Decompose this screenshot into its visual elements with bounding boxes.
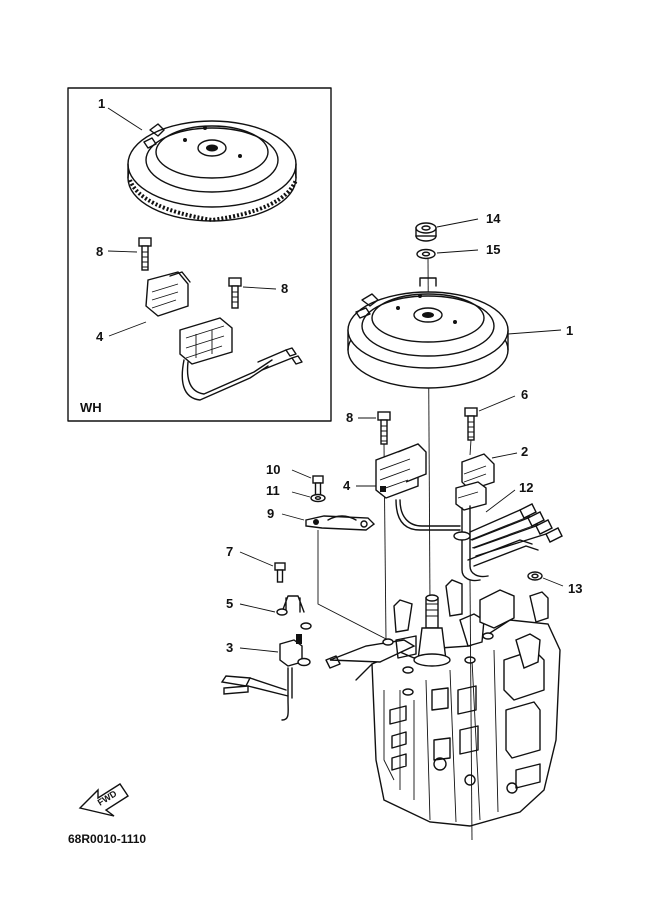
callout-bolt-coil: 8 bbox=[346, 410, 353, 425]
wire-harness bbox=[453, 503, 563, 567]
diagram-code: 68R0010-1110 bbox=[68, 832, 146, 846]
inset-callout-bolt-right: 8 bbox=[281, 281, 288, 296]
engine-stop-switch bbox=[220, 634, 311, 721]
inset-bolt-left bbox=[138, 237, 152, 271]
inset-coil-assembly bbox=[145, 271, 303, 401]
callout-grommet-harness: 12 bbox=[519, 480, 533, 495]
inset-panel: 1 8 8 4 WH bbox=[67, 87, 332, 422]
pulser-bolt bbox=[464, 407, 478, 441]
flywheel-nut bbox=[415, 222, 437, 242]
forward-arrow: FWD bbox=[78, 783, 129, 817]
bracket-screw bbox=[274, 562, 286, 583]
callout-screw-bracket: 7 bbox=[226, 544, 233, 559]
inset-flywheel bbox=[127, 120, 298, 223]
clamp-washer bbox=[310, 493, 326, 503]
inset-callout-bolt: 8 bbox=[96, 244, 103, 259]
flywheel bbox=[347, 277, 509, 389]
callout-bolt-pulser: 6 bbox=[521, 387, 528, 402]
callout-grommet: 13 bbox=[568, 581, 582, 596]
clamp bbox=[305, 515, 389, 641]
clamp-screw bbox=[312, 475, 324, 496]
callout-clamp: 9 bbox=[267, 506, 274, 521]
charge-coil bbox=[375, 443, 461, 531]
callout-screw-clamp: 10 bbox=[266, 462, 280, 477]
callout-nut: 14 bbox=[486, 211, 501, 226]
pulser-coil bbox=[455, 453, 495, 582]
inset-tag: WH bbox=[80, 400, 102, 415]
callout-washer: 15 bbox=[486, 242, 500, 257]
callout-switch: 3 bbox=[226, 640, 233, 655]
callout-flywheel: 1 bbox=[566, 323, 573, 338]
bracket bbox=[276, 595, 312, 630]
grommet bbox=[527, 571, 543, 581]
coil-bolt bbox=[377, 411, 391, 445]
callout-bracket: 5 bbox=[226, 596, 233, 611]
inset-callout-coil: 4 bbox=[96, 329, 104, 344]
engine-crankcase bbox=[325, 579, 561, 827]
callout-pulser-coil: 2 bbox=[521, 444, 528, 459]
callout-charge-coil: 4 bbox=[343, 478, 351, 493]
inset-frame bbox=[67, 87, 332, 422]
callout-washer-clamp: 11 bbox=[266, 483, 280, 498]
flywheel-washer bbox=[416, 248, 436, 260]
inset-bolt-right bbox=[228, 277, 242, 309]
inset-callout-flywheel: 1 bbox=[98, 96, 105, 111]
